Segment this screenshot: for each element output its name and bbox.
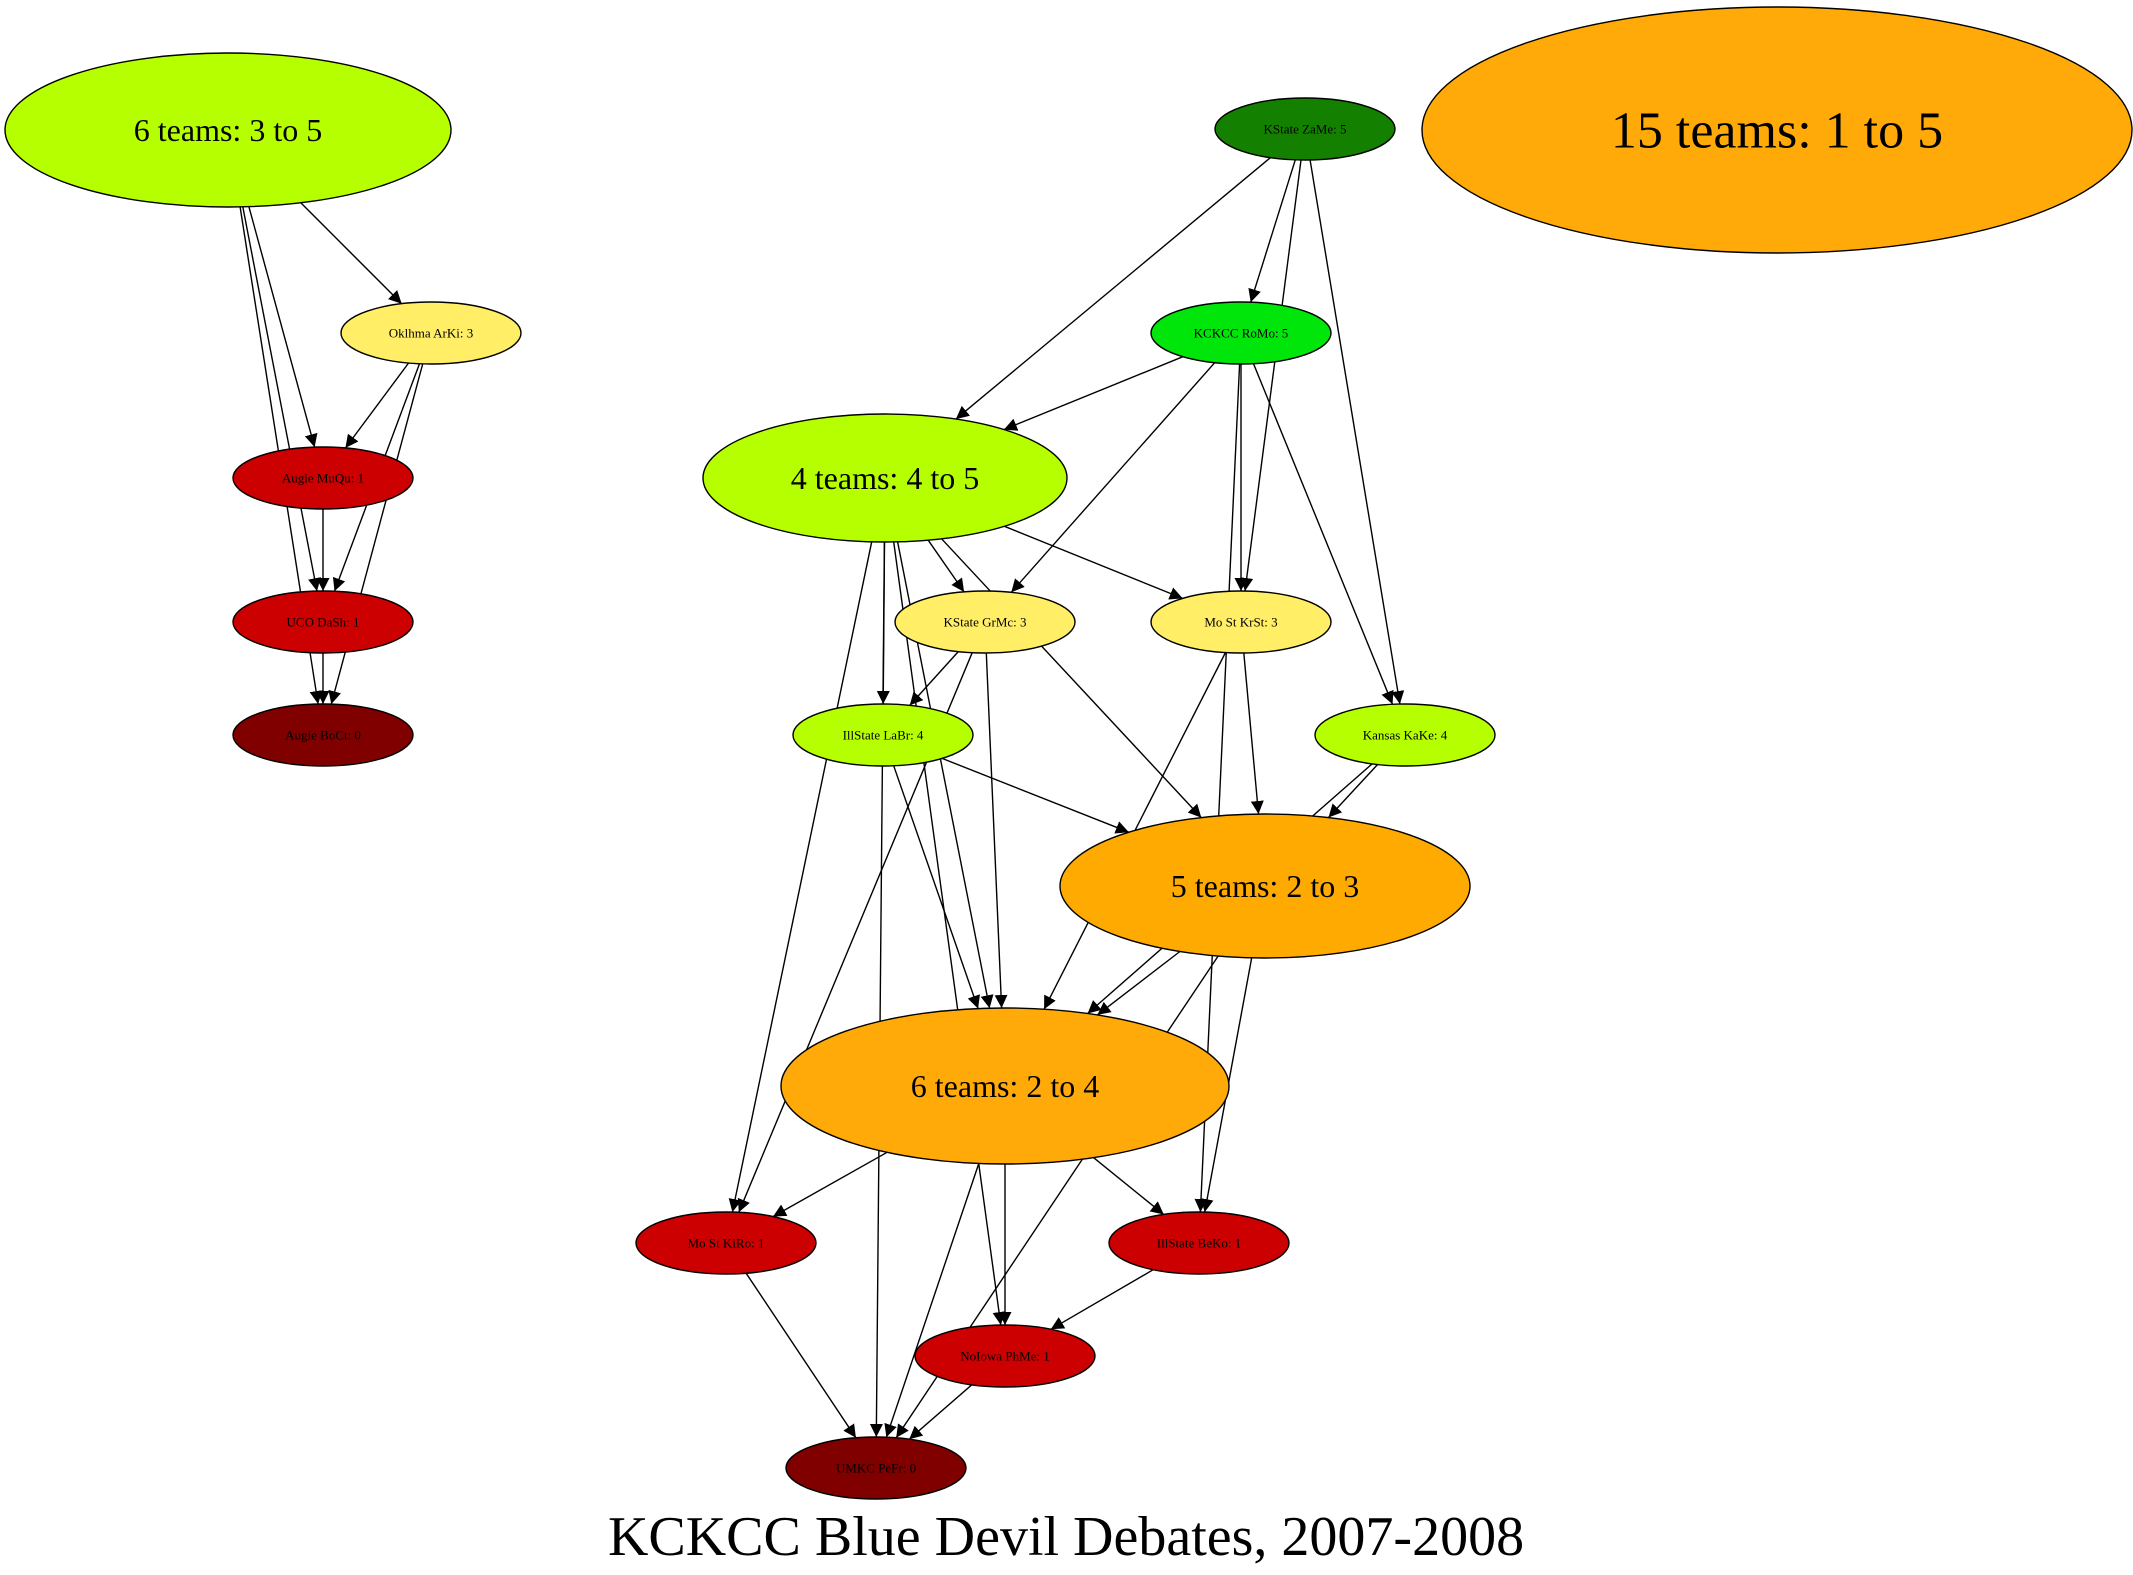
node-ellipse-g6a bbox=[4, 52, 452, 208]
edge-g6b-to-beko bbox=[1093, 1157, 1165, 1216]
edge-g5-to-g6b bbox=[1096, 950, 1181, 1016]
nodes-layer: 6 teams: 3 to 5 15 teams: 1 to 5 KState Za… bbox=[4, 6, 2133, 1500]
node-ellipse-krst bbox=[1150, 590, 1332, 654]
node-labr: IllState LaBr: 4 bbox=[792, 703, 974, 767]
graph-title: KCKCC Blue Devil Debates, 2007-2008 bbox=[608, 1506, 1524, 1568]
edge-beko-to-phme bbox=[1050, 1269, 1154, 1330]
edge-zame-to-g4 bbox=[955, 157, 1271, 420]
edge-g6a-to-arki bbox=[300, 202, 403, 305]
node-kiro: Mo St KiRo: 1 bbox=[635, 1211, 817, 1275]
node-ellipse-grmc bbox=[894, 590, 1076, 654]
node-ellipse-kake bbox=[1314, 703, 1496, 767]
node-zame: KState ZaMe: 5 bbox=[1214, 97, 1396, 161]
node-g6b: 6 teams: 2 to 4 bbox=[780, 1007, 1230, 1165]
edge-g4-to-g5 bbox=[941, 538, 1202, 819]
node-ellipse-labr bbox=[792, 703, 974, 767]
edge-labr-to-g5 bbox=[941, 757, 1130, 834]
edge-grmc-to-g6b bbox=[985, 652, 1008, 1009]
edge-labr-to-g6b bbox=[893, 765, 980, 1009]
node-boct: Augie BoCt: 0 bbox=[232, 703, 414, 767]
node-label-g15: 15 teams: 1 to 5 bbox=[1611, 103, 1943, 160]
node-kake: Kansas KaKe: 4 bbox=[1314, 703, 1496, 767]
node-g4: 4 teams: 4 to 5 bbox=[702, 413, 1068, 543]
edge-romo-to-kake bbox=[1252, 363, 1394, 705]
node-label-zame: KState ZaMe: 5 bbox=[1263, 121, 1346, 136]
node-label-boct: Augie BoCt: 0 bbox=[285, 727, 361, 742]
edge-g6b-to-kiro bbox=[772, 1151, 888, 1218]
node-ellipse-boct bbox=[232, 703, 414, 767]
edge-arki-to-boct bbox=[328, 363, 424, 705]
edge-g4-to-kiro bbox=[728, 541, 873, 1213]
node-g15: 15 teams: 1 to 5 bbox=[1421, 6, 2133, 254]
node-label-dash: UCO DaSh: 1 bbox=[287, 614, 360, 629]
edge-krst-to-g5 bbox=[1243, 652, 1264, 815]
edge-phme-to-pefr bbox=[908, 1384, 973, 1440]
node-romo: KCKCC RoMo: 5 bbox=[1150, 301, 1332, 365]
node-label-grmc: KState GrMc: 3 bbox=[943, 614, 1026, 629]
node-ellipse-g5 bbox=[1059, 813, 1471, 959]
node-label-g6a: 6 teams: 3 to 5 bbox=[134, 112, 322, 148]
node-ellipse-g4 bbox=[702, 413, 1068, 543]
edge-arki-to-muqu bbox=[344, 362, 410, 449]
node-ellipse-kiro bbox=[635, 1211, 817, 1275]
edge-g4-to-grmc bbox=[927, 539, 965, 593]
node-label-kake: Kansas KaKe: 4 bbox=[1363, 727, 1448, 742]
node-label-g4: 4 teams: 4 to 5 bbox=[791, 460, 979, 496]
edge-zame-to-krst bbox=[1240, 159, 1302, 592]
edge-zame-to-romo bbox=[1248, 159, 1296, 303]
edge-g6b-to-pefr bbox=[884, 1163, 980, 1438]
node-ellipse-muqu bbox=[232, 446, 414, 510]
node-dash: UCO DaSh: 1 bbox=[232, 590, 414, 654]
node-label-muqu: Augie MuQu: 1 bbox=[282, 470, 364, 485]
node-arki: Oklhma ArKi: 3 bbox=[340, 301, 522, 365]
node-grmc: KState GrMc: 3 bbox=[894, 590, 1076, 654]
node-ellipse-dash bbox=[232, 590, 414, 654]
edge-g6a-to-muqu bbox=[248, 206, 318, 448]
node-pefr: UMKC PeFr: 0 bbox=[785, 1436, 967, 1500]
edge-kake-to-g5 bbox=[1327, 764, 1379, 818]
edge-romo-to-grmc bbox=[1010, 362, 1216, 593]
node-muqu: Augie MuQu: 1 bbox=[232, 446, 414, 510]
edge-zame-to-kake bbox=[1309, 159, 1405, 705]
node-label-arki: Oklhma ArKi: 3 bbox=[389, 325, 474, 340]
node-label-pefr: UMKC PeFr: 0 bbox=[836, 1460, 916, 1475]
node-label-phme: NoIowa PhMe: 1 bbox=[960, 1348, 1050, 1363]
node-g6a: 6 teams: 3 to 5 bbox=[4, 52, 452, 208]
node-label-beko: IllState BeKo: 1 bbox=[1157, 1235, 1242, 1250]
node-ellipse-pefr bbox=[785, 1436, 967, 1500]
node-label-romo: KCKCC RoMo: 5 bbox=[1194, 325, 1289, 340]
node-phme: NoIowa PhMe: 1 bbox=[914, 1324, 1096, 1388]
node-ellipse-arki bbox=[340, 301, 522, 365]
node-beko: IllState BeKo: 1 bbox=[1108, 1211, 1290, 1275]
node-ellipse-beko bbox=[1108, 1211, 1290, 1275]
edge-g6a-to-dash bbox=[242, 206, 321, 592]
node-g5: 5 teams: 2 to 3 bbox=[1059, 813, 1471, 959]
node-label-kiro: Mo St KiRo: 1 bbox=[688, 1235, 765, 1250]
node-label-labr: IllState LaBr: 4 bbox=[843, 727, 924, 742]
node-ellipse-zame bbox=[1214, 97, 1396, 161]
edge-g4-to-krst bbox=[1004, 525, 1183, 600]
edge-g4-to-phme bbox=[893, 541, 1006, 1326]
edge-grmc-to-labr bbox=[909, 651, 959, 706]
edge-g4-to-pefr bbox=[869, 541, 886, 1438]
node-ellipse-g6b bbox=[780, 1007, 1230, 1165]
node-ellipse-g15 bbox=[1421, 6, 2133, 254]
node-krst: Mo St KrSt: 3 bbox=[1150, 590, 1332, 654]
node-label-g6b: 6 teams: 2 to 4 bbox=[911, 1068, 1099, 1104]
node-label-krst: Mo St KrSt: 3 bbox=[1204, 614, 1277, 629]
node-label-g5: 5 teams: 2 to 3 bbox=[1171, 868, 1359, 904]
node-ellipse-romo bbox=[1150, 301, 1332, 365]
edge-romo-to-g4 bbox=[1003, 356, 1184, 431]
edge-kiro-to-pefr bbox=[745, 1272, 857, 1439]
node-ellipse-phme bbox=[914, 1324, 1096, 1388]
